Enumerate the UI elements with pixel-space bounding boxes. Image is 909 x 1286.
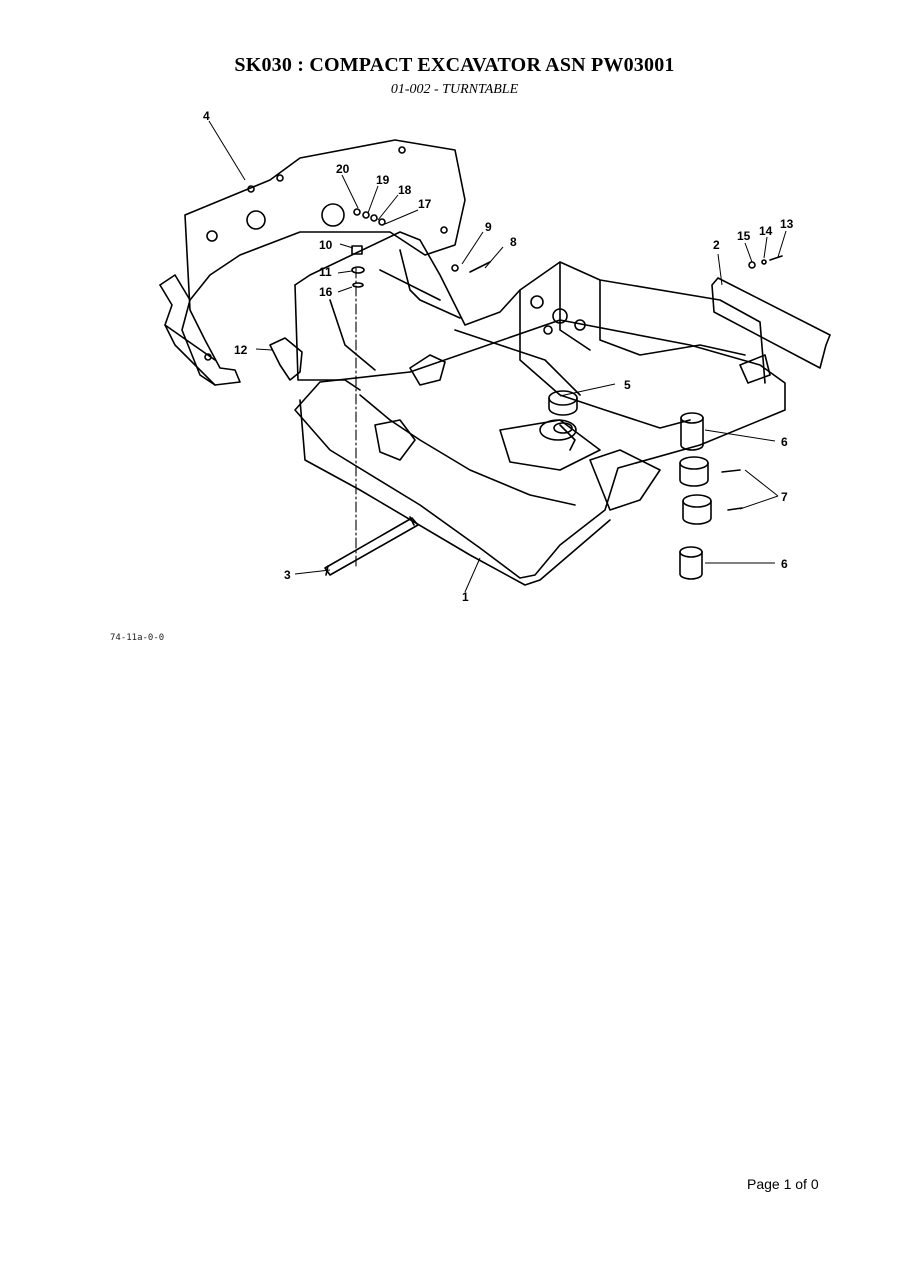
callout-14: 14 <box>759 224 773 238</box>
callout-18: 18 <box>398 183 412 197</box>
callout-8: 8 <box>510 235 517 249</box>
callout-12: 12 <box>234 343 248 357</box>
strap-part <box>324 516 419 576</box>
callout-11: 11 <box>319 265 332 279</box>
page-title: SK030 : COMPACT EXCAVATOR ASN PW03001 <box>234 54 675 76</box>
page-number: Page 1 of 0 <box>747 1176 819 1192</box>
callout-19: 19 <box>376 173 390 187</box>
callout-15: 15 <box>737 229 751 243</box>
leader-lines <box>208 120 787 593</box>
callout-5: 5 <box>624 378 631 392</box>
plug-part <box>548 390 578 434</box>
page-subtitle: 01-002 - TURNTABLE <box>390 82 519 97</box>
callout-20: 20 <box>336 162 350 176</box>
callout-3: 3 <box>284 568 291 582</box>
callout-2: 2 <box>713 238 720 252</box>
cover-panel <box>711 277 831 369</box>
callout-17: 17 <box>418 197 432 211</box>
callout-10: 10 <box>319 238 333 252</box>
drawing-reference: 74-11a-0-0 <box>110 633 165 643</box>
hardware-parts <box>351 208 783 288</box>
callout-7: 7 <box>781 490 788 504</box>
callout-16: 16 <box>319 285 333 299</box>
turntable-frame <box>294 231 786 586</box>
bushing-set <box>679 412 743 580</box>
callout-13: 13 <box>780 217 794 231</box>
counterweight-cover <box>159 139 466 386</box>
callout-9: 9 <box>485 220 492 234</box>
callout-6-lower: 6 <box>781 557 788 571</box>
callout-6-upper: 6 <box>781 435 788 449</box>
callout-4: 4 <box>203 109 210 123</box>
callout-1: 1 <box>462 590 469 604</box>
bracket-12 <box>269 337 303 381</box>
